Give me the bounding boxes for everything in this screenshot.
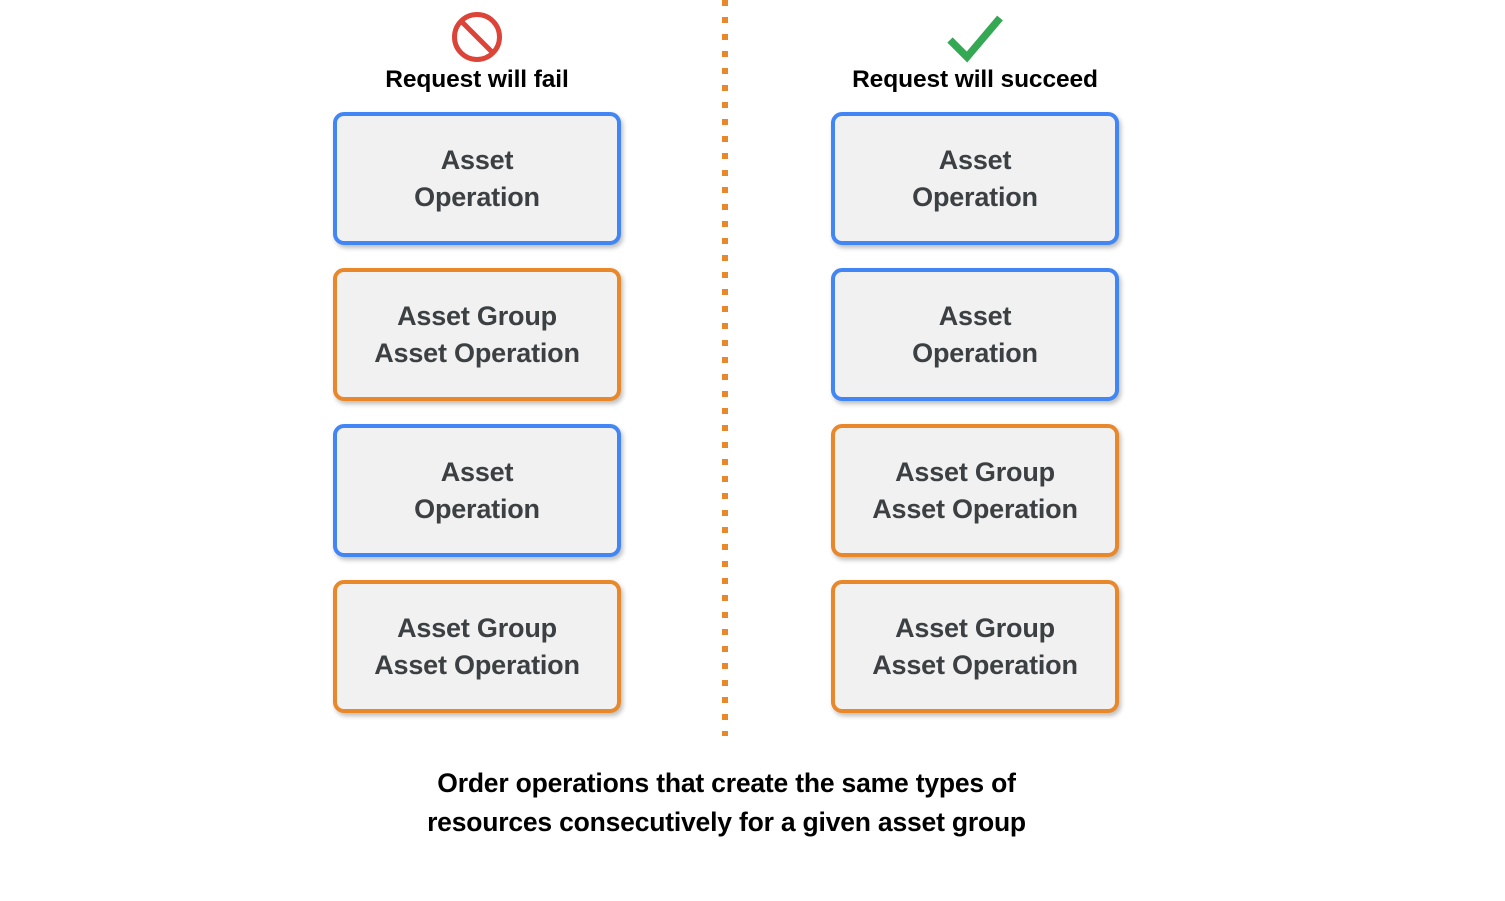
column-divider	[722, 0, 728, 736]
operation-box-asset-group[interactable]: Asset Group Asset Operation	[333, 268, 621, 401]
operation-box-label: Asset Operation	[414, 457, 540, 524]
operation-box-label: Asset Group Asset Operation	[872, 457, 1078, 524]
operation-box-asset-group[interactable]: Asset Group Asset Operation	[831, 424, 1119, 557]
column-header-succeed: Request will succeed	[825, 8, 1125, 94]
check-mark-icon	[825, 8, 1125, 66]
operation-stack-fail: Asset Operation Asset Group Asset Operat…	[333, 112, 621, 713]
operation-box-asset[interactable]: Asset Operation	[831, 268, 1119, 401]
operation-box-label: Asset Group Asset Operation	[374, 613, 580, 680]
no-entry-icon	[327, 8, 627, 66]
operation-box-label: Asset Operation	[414, 145, 540, 212]
operation-box-asset[interactable]: Asset Operation	[831, 112, 1119, 245]
operation-box-label: Asset Operation	[912, 145, 1038, 212]
operation-box-asset-group[interactable]: Asset Group Asset Operation	[831, 580, 1119, 713]
diagram-caption: Order operations that create the same ty…	[427, 768, 1026, 837]
column-heading-succeed: Request will succeed	[852, 66, 1098, 93]
operation-box-label: Asset Group Asset Operation	[374, 301, 580, 368]
operation-box-asset[interactable]: Asset Operation	[333, 424, 621, 557]
column-header-fail: Request will fail	[327, 8, 627, 94]
operation-box-asset[interactable]: Asset Operation	[333, 112, 621, 245]
operation-box-label: Asset Operation	[912, 301, 1038, 368]
operation-box-label: Asset Group Asset Operation	[872, 613, 1078, 680]
operation-box-asset-group[interactable]: Asset Group Asset Operation	[333, 580, 621, 713]
operation-stack-succeed: Asset Operation Asset Operation Asset Gr…	[831, 112, 1119, 713]
column-heading-fail: Request will fail	[385, 66, 569, 93]
